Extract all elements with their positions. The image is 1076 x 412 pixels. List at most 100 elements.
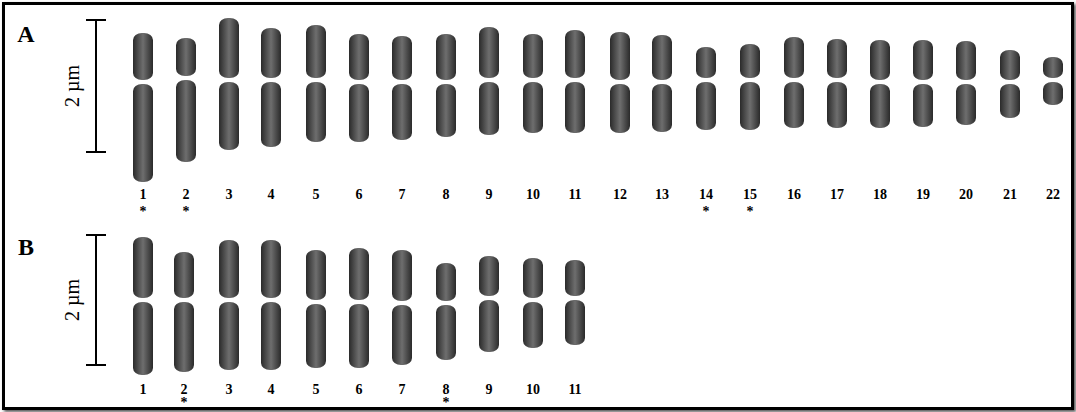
asterisk-mark: * [703,205,710,219]
chromosome-number: 2 [181,383,188,397]
chromosome-arm [740,44,760,78]
chromosome-number: 10 [526,188,540,202]
chromosome-arm [261,28,281,78]
chromosome-arm [870,84,890,128]
scale-label: 2 µm [62,65,82,107]
chromosome-number: 3 [226,383,233,397]
chromosome-arm [436,84,456,137]
chromosome-arm [306,25,326,78]
chromosome-arm [219,18,239,78]
chromosome-arm [174,252,194,298]
chromosome-number: 4 [268,383,275,397]
chromosome-number: 9 [486,383,493,397]
chromosome-arm [610,84,630,133]
chromosome-arm [1043,57,1063,78]
chromosome-arm [219,302,239,370]
chromosome-arm [913,40,933,80]
chromosome-number: 8 [443,188,450,202]
chromosome-arm [436,34,456,80]
scale-bar [86,20,106,152]
chromosome-number: 11 [568,188,581,202]
chromosome-arm [349,34,369,80]
chromosome-arm [870,40,890,80]
chromosome-arm [392,305,412,365]
chromosome-arm [133,302,153,375]
chromosome-arm [349,84,369,142]
chromosome-number: 6 [356,188,363,202]
chromosome-number: 2 [183,188,190,202]
chromosome-number: 5 [313,188,320,202]
chromosome-number: 16 [787,188,801,202]
chromosome-number: 12 [613,188,627,202]
chromosome-number: 20 [959,188,973,202]
chromosome-arm [479,27,499,78]
chromosome-arm [565,82,585,133]
chromosome-arm [784,37,804,78]
chromosome-arm [392,36,412,80]
chromosome-arm [261,302,281,370]
chromosome-number: 17 [830,188,844,202]
chromosome-arm [479,300,499,352]
chromosome-arm [176,38,196,76]
chromosome-arm [740,82,760,130]
chromosome-arm [436,305,456,360]
chromosome-arm [436,263,456,301]
asterisk-mark: * [747,205,754,219]
chromosome-arm [219,240,239,298]
chromosome-arm [133,237,153,298]
asterisk-mark: * [183,205,190,219]
chromosome-arm [306,304,326,368]
chromosome-arm [479,256,499,296]
chromosome-number: 22 [1046,188,1060,202]
chromosome-arm [1043,82,1063,105]
chromosome-number: 8 [443,383,450,397]
panel-letter: A [17,22,34,46]
chromosome-number: 6 [356,383,363,397]
chromosome-arm [565,300,585,345]
chromosome-arm [392,250,412,301]
asterisk-mark: * [443,396,450,410]
scale-bar [86,235,106,365]
chromosome-number: 18 [873,188,887,202]
chromosome-arm [784,82,804,128]
chromosome-number: 19 [916,188,930,202]
chromosome-number: 14 [699,188,713,202]
chromosome-arm [349,304,369,368]
chromosome-arm [349,248,369,300]
chromosome-arm [565,260,585,296]
chromosome-arm [392,84,412,140]
chromosome-arm [133,33,153,80]
chromosome-arm [696,47,716,78]
chromosome-arm [523,82,543,133]
chromosome-arm [261,82,281,147]
chromosome-number: 21 [1003,188,1017,202]
chromosome-arm [956,84,976,125]
asterisk-mark: * [140,205,147,219]
asterisk-mark: * [181,396,188,410]
chromosome-arm [956,41,976,80]
chromosome-arm [306,82,326,142]
chromosome-number: 10 [526,383,540,397]
chromosome-arm [652,84,672,132]
chromosome-arm [652,35,672,80]
chromosome-arm [261,240,281,298]
chromosome-number: 9 [486,188,493,202]
chromosome-number: 5 [313,383,320,397]
chromosome-arm [174,302,194,372]
chromosome-arm [1000,84,1020,118]
chromosome-arm [827,82,847,128]
chromosome-arm [176,80,196,162]
chromosome-number: 4 [268,188,275,202]
chromosome-arm [523,258,543,298]
chromosome-number: 15 [743,188,757,202]
chromosome-number: 7 [399,188,406,202]
scale-label: 2 µm [62,279,82,321]
chromosome-arm [523,302,543,348]
chromosome-arm [1000,50,1020,80]
chromosome-number: 1 [140,383,147,397]
chromosome-arm [133,84,153,182]
chromosome-number: 1 [140,188,147,202]
chromosome-arm [913,84,933,127]
